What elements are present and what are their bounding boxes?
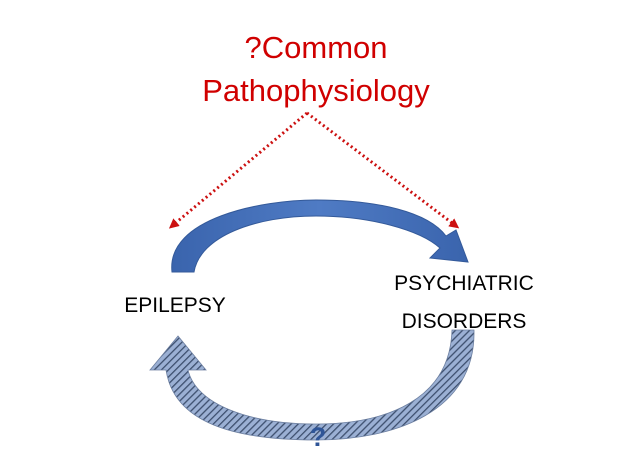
epilepsy-label: EPILEPSY [124,294,226,317]
psychiatric-label-line-1: PSYCHIATRIC [394,272,534,295]
return-curved-arrow [149,329,475,441]
return-link-question-mark: ? [309,422,327,452]
dotted-arrow-to-epilepsy [168,111,308,229]
title-line-1: ?Common [244,30,388,65]
psychiatric-label-line-2: DISORDERS [401,310,527,333]
title-line-2: Pathophysiology [202,73,430,108]
dotted-arrow-to-psychiatric [306,111,460,229]
forward-curved-arrow [171,199,469,273]
